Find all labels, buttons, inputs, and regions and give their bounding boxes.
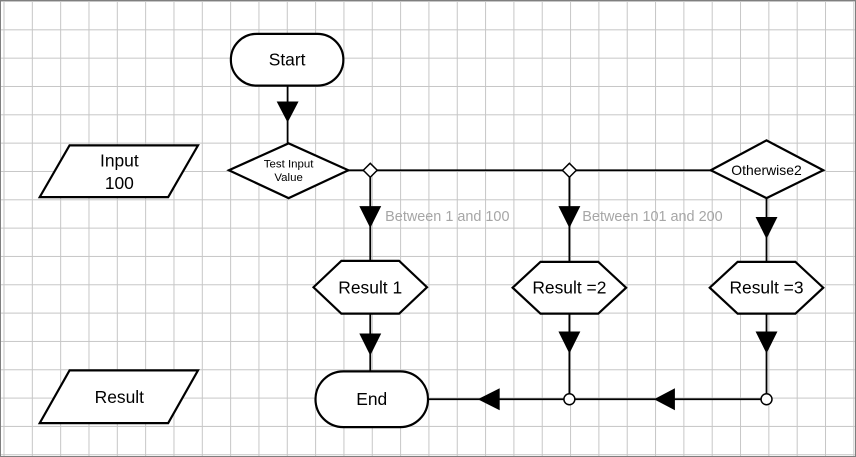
output-node[interactable]: Result bbox=[37, 369, 200, 425]
merge-junction-circle-icon bbox=[563, 393, 576, 406]
connector-branch-1[interactable] bbox=[359, 170, 382, 261]
arrowhead-down-icon bbox=[755, 217, 778, 239]
connector-result1-to-end[interactable] bbox=[359, 313, 382, 372]
result3-node-label: Result =3 bbox=[729, 278, 803, 298]
connector-otherwise-to-result3[interactable] bbox=[755, 198, 778, 262]
arrowhead-down-icon bbox=[359, 206, 382, 229]
arrowhead-left-icon bbox=[654, 388, 675, 411]
start-node-label: Start bbox=[269, 50, 306, 70]
input-node[interactable]: Input 100 bbox=[37, 144, 200, 199]
merge-junction-circle-icon bbox=[760, 393, 773, 406]
start-node[interactable]: Start bbox=[229, 32, 345, 87]
branch-2-label: Between 101 and 200 bbox=[582, 209, 722, 225]
branch-junction-diamond-icon bbox=[561, 162, 578, 179]
arrowhead-down-icon bbox=[276, 101, 299, 123]
connector-result2-to-merge[interactable] bbox=[558, 313, 581, 394]
result1-assignment-node[interactable]: Result 1 bbox=[311, 259, 429, 315]
output-node-label: Result bbox=[95, 387, 145, 407]
end-node-label: End bbox=[356, 389, 387, 409]
decision-node-test-input[interactable]: Test Input Value bbox=[226, 142, 351, 200]
branch-junction-diamond-icon bbox=[362, 162, 379, 179]
decision-node-label-line1: Test Input bbox=[264, 158, 314, 170]
arrowhead-down-icon bbox=[359, 333, 382, 356]
branch-1-label: Between 1 and 100 bbox=[385, 209, 509, 225]
input-node-label-line1: Input bbox=[100, 150, 139, 170]
connector-branch-2[interactable] bbox=[558, 170, 581, 262]
decision-node-label-line2: Value bbox=[274, 172, 302, 184]
result2-node-label: Result =2 bbox=[532, 278, 606, 298]
connector-result3-to-merge[interactable] bbox=[755, 313, 778, 394]
result1-node-label: Result 1 bbox=[338, 278, 402, 298]
result3-assignment-node[interactable]: Result =3 bbox=[708, 260, 825, 315]
result2-assignment-node[interactable]: Result =2 bbox=[511, 260, 628, 315]
otherwise-decision-node[interactable]: Otherwise2 bbox=[708, 139, 826, 200]
merge-rail-to-end-segment[interactable] bbox=[428, 388, 564, 411]
otherwise-node-label: Otherwise2 bbox=[731, 162, 802, 178]
end-node[interactable]: End bbox=[314, 370, 430, 429]
input-node-label-line2: 100 bbox=[105, 173, 134, 193]
merge-rail-right-segment[interactable] bbox=[574, 388, 762, 411]
arrowhead-left-icon bbox=[477, 388, 500, 411]
connector-start-to-decision[interactable] bbox=[276, 85, 299, 144]
arrowhead-down-icon bbox=[558, 331, 581, 354]
arrowhead-down-icon bbox=[755, 331, 778, 354]
arrowhead-down-icon bbox=[558, 206, 581, 229]
